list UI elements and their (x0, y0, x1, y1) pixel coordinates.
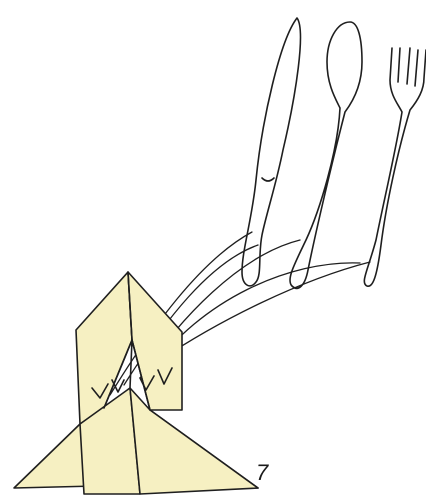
knife-icon (242, 18, 300, 286)
folded-napkin-holder (14, 272, 258, 494)
step-number: 7 (256, 462, 268, 484)
fork-icon (364, 48, 426, 286)
spoon-icon (290, 22, 362, 288)
